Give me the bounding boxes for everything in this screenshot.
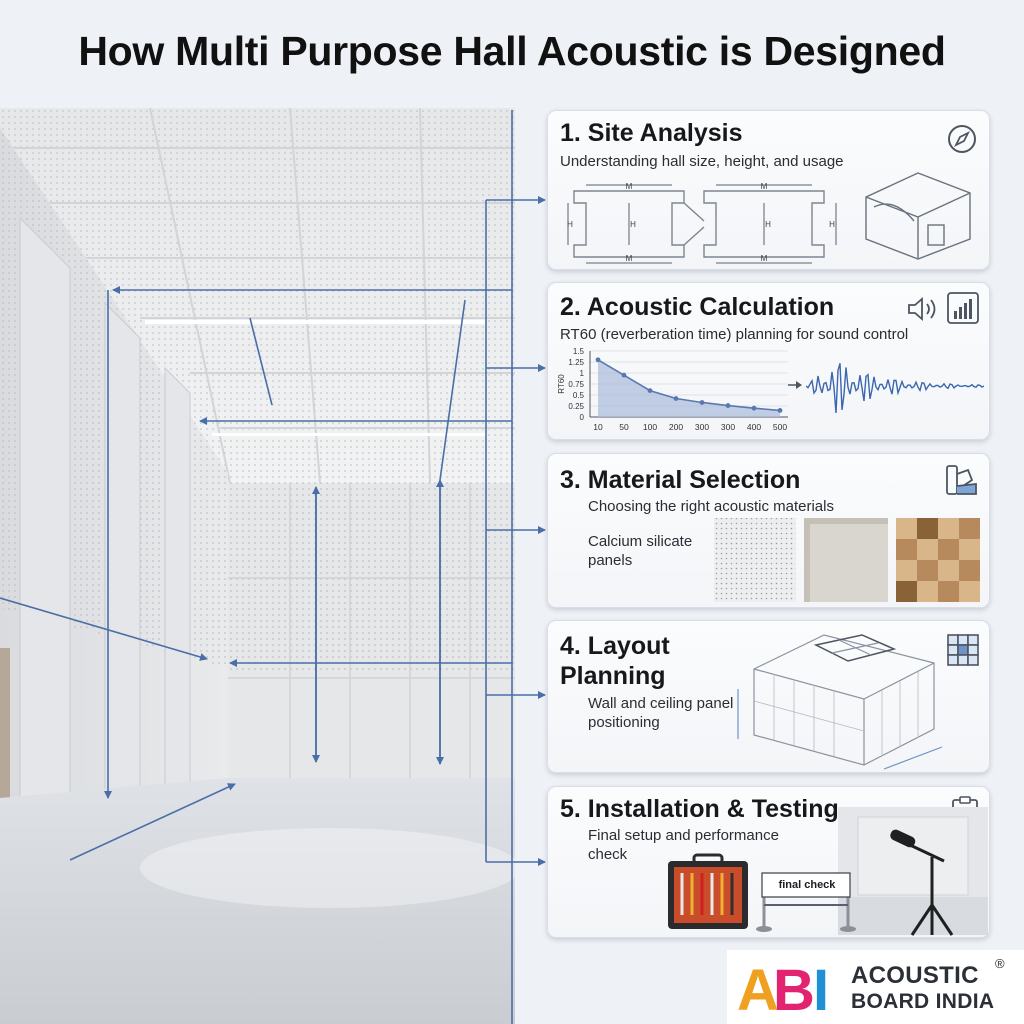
dim-label: H: [765, 220, 771, 229]
logo-letter-b: B: [773, 958, 815, 1016]
data-point: [725, 403, 731, 408]
step-card-installation-testing: 5. Installation & Testing Final setup an…: [547, 786, 990, 938]
microphone-icon: [890, 829, 954, 936]
step-description: Wall and ceiling panel positioning: [588, 695, 734, 731]
page-title: How Multi Purpose Hall Acoustic is Desig…: [78, 28, 946, 74]
y-tick-label: 0: [580, 413, 585, 422]
step-card-material-selection: 3. Material Selection Choosing the right…: [547, 453, 990, 608]
room-3d-sketch: [865, 172, 971, 260]
step-card-acoustic-calculation: 2. Acoustic Calculation RT60 (reverberat…: [547, 282, 990, 440]
dim-label: M: [761, 182, 768, 191]
tool-kit-icon: [668, 853, 748, 929]
material-label: Calcium silicate panels: [588, 533, 693, 569]
y-tick-label: 1.25: [568, 358, 584, 367]
rt60-area: [598, 359, 780, 417]
data-point: [647, 388, 653, 393]
step-description: Understanding hall size, height, and usa…: [560, 153, 844, 170]
test-room-backdrop: [838, 807, 988, 935]
logo-line-2: BOARD INDIA: [851, 990, 995, 1013]
step-description: Choosing the right acoustic materials: [588, 498, 834, 515]
dim-label: H: [630, 220, 636, 229]
y-tick-label: 0.25: [568, 402, 584, 411]
logo-letter-a: A: [737, 958, 779, 1016]
speaker-icon: [908, 297, 936, 321]
hall-interior-photo: [0, 108, 515, 1024]
step-description: Final setup and performance check: [588, 827, 779, 863]
step-description: RT60 (reverberation time) planning for s…: [560, 326, 909, 343]
logo-letter-i: I: [813, 958, 829, 1016]
room-layout-diagram: [737, 634, 943, 770]
final-check-sign: final check: [778, 879, 836, 891]
swatch-icon: [946, 465, 977, 495]
sound-waveform: [806, 363, 984, 414]
dim-label: M: [626, 254, 633, 263]
x-tick-label: 10: [593, 422, 603, 432]
data-point: [751, 405, 757, 411]
logo-line-1: ACOUSTIC: [851, 962, 979, 989]
data-point: [673, 396, 679, 401]
step-card-site-analysis: 1. Site Analysis Understanding hall size…: [547, 110, 990, 270]
dim-label: M: [761, 254, 768, 263]
waveform-path: [806, 363, 984, 414]
bar-chart-icon: [947, 292, 979, 324]
y-tick-label: 1.5: [573, 347, 585, 356]
data-point: [699, 400, 705, 405]
step-heading: 2. Acoustic Calculation: [560, 293, 835, 321]
arrow-right-icon: [788, 381, 802, 389]
y-tick-label: 0.75: [568, 380, 584, 389]
x-tick-label: 400: [747, 422, 761, 432]
registered-mark: ®: [995, 956, 1005, 971]
step-heading: 1. Site Analysis: [560, 119, 743, 147]
step-heading: 5. Installation & Testing: [560, 795, 839, 823]
x-tick-label: 200: [669, 422, 683, 432]
dim-label: H: [829, 220, 835, 229]
x-tick-label: 500: [773, 422, 787, 432]
step-card-layout-planning: 4. Layout Planning Wall and ceiling pane…: [547, 620, 990, 773]
grid-icon: [947, 634, 979, 666]
acoustic-board-india-logo: A B I ACOUSTIC ® BOARD INDIA: [727, 950, 1024, 1024]
data-point: [777, 408, 783, 413]
data-point: [595, 357, 601, 363]
data-point: [621, 372, 627, 378]
x-tick-label: 100: [643, 422, 657, 432]
rt60-line: [597, 359, 781, 412]
step-heading: 3. Material Selection: [560, 466, 801, 494]
x-tick-label: 300: [721, 422, 735, 432]
y-axis-label: RT60: [557, 374, 566, 394]
barrier-stand: [756, 872, 856, 932]
dim-label: H: [567, 220, 573, 229]
compass-icon: [948, 125, 976, 153]
x-tick-label: 50: [619, 422, 629, 432]
y-tick-label: 1: [580, 369, 585, 378]
floor-plan-drawing: M H M H H H M M: [567, 182, 837, 264]
material-samples: [714, 518, 980, 602]
x-tick-label: 300: [695, 422, 709, 432]
dim-label: M: [626, 182, 633, 191]
step-heading: 4. Layout Planning: [560, 632, 670, 690]
abi-logo-mark: A B I: [737, 958, 829, 1016]
y-tick-label: 0.5: [573, 391, 585, 400]
